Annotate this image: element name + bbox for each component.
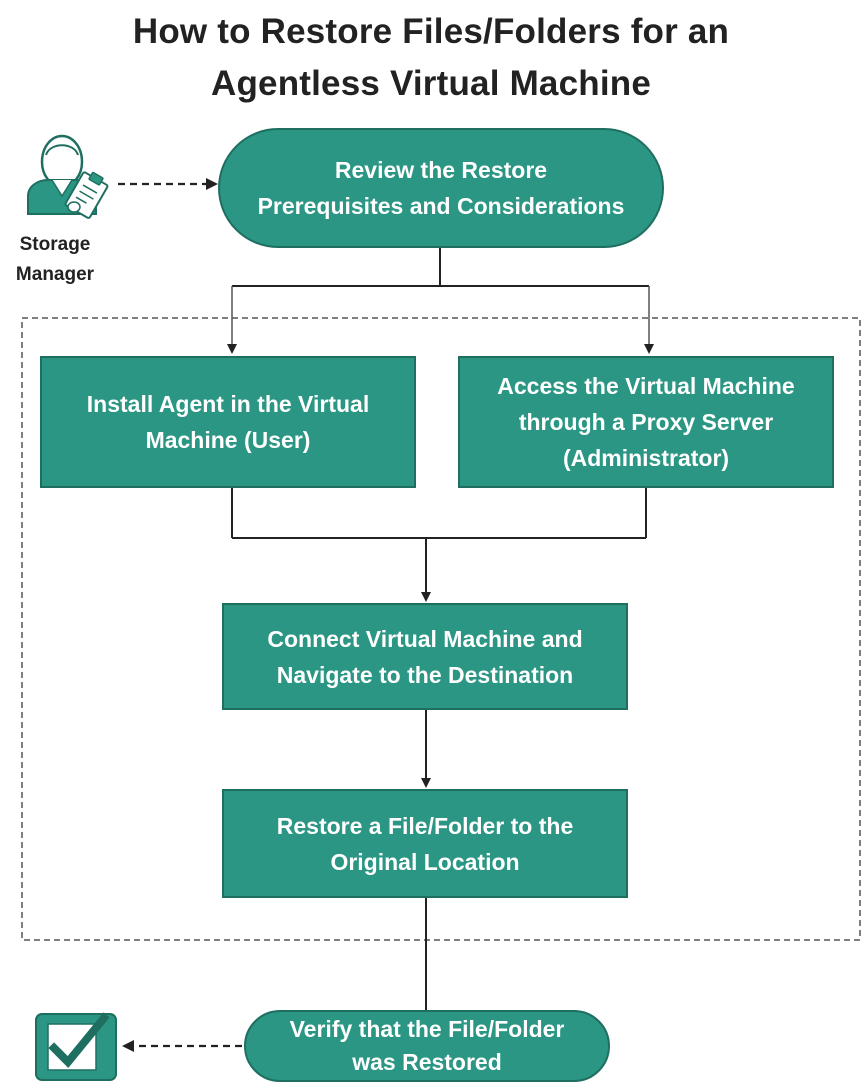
step-connect-line-1: Connect Virtual Machine and <box>267 625 583 652</box>
step-verify-line-1: Verify that the File/Folder <box>289 1016 565 1042</box>
step-restore-file-folder: Restore a File/Folder to the Original Lo… <box>222 789 628 898</box>
checkmark-icon <box>35 1012 117 1081</box>
storage-manager-icon <box>27 134 109 219</box>
diagram-title-line-1: How to Restore Files/Folders for an <box>132 12 730 51</box>
step-access-vm-line-1: Access the Virtual Machine <box>497 373 795 399</box>
step-install-agent-line-1: Install Agent in the Virtual <box>86 391 370 417</box>
step-restore-line-1: Restore a File/Folder to the <box>276 812 574 839</box>
step-access-vm-line-2: through a Proxy Server <box>518 409 774 435</box>
step-access-vm-line-3: (Administrator) <box>562 445 730 471</box>
step-connect-virtual-machine: Connect Virtual Machine and Navigate to … <box>222 603 628 710</box>
step-verify-restore: Verify that the File/Folder was Restored <box>244 1010 610 1082</box>
actor-label-line-2: Manager <box>15 264 95 285</box>
step-verify-line-2: was Restored <box>352 1049 502 1075</box>
step-review-prerequisites: Review the Restore Prerequisites and Con… <box>218 128 664 248</box>
diagram-title: How to Restore Files/Folders for an Agen… <box>0 6 862 110</box>
step-connect-line-2: Navigate to the Destination <box>276 661 574 688</box>
actor-label-line-1: Storage <box>19 234 91 255</box>
step-review-line-1: Review the Restore <box>334 157 548 183</box>
step-install-agent-line-2: Machine (User) <box>145 427 311 453</box>
step-access-virtual-machine: Access the Virtual Machine through a Pro… <box>458 356 834 488</box>
actor-label: Storage Manager <box>0 230 110 290</box>
step-restore-line-2: Original Location <box>330 848 520 875</box>
diagram-title-line-2: Agentless Virtual Machine <box>210 64 652 103</box>
step-install-agent: Install Agent in the Virtual Machine (Us… <box>40 356 416 488</box>
step-review-line-2: Prerequisites and Considerations <box>257 193 625 219</box>
